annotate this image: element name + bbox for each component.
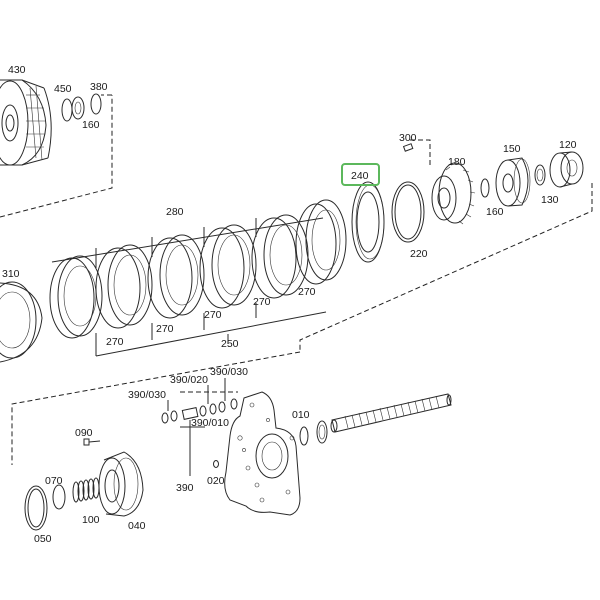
clutch-plate-stack[interactable] — [49, 199, 347, 339]
part-240-disc[interactable] — [351, 181, 385, 263]
part-020-plug[interactable] — [213, 460, 219, 468]
label-390[interactable]: 390 — [176, 482, 194, 494]
part-220-snap-ring[interactable] — [391, 181, 425, 243]
label-280[interactable]: 280 — [166, 206, 184, 218]
label-430[interactable]: 430 — [8, 64, 26, 76]
label-390-010[interactable]: 390/010 — [191, 417, 229, 429]
label-390-030-left[interactable]: 390/030 — [128, 389, 166, 401]
label-270-3[interactable]: 270 — [204, 309, 222, 321]
housing-plate[interactable] — [224, 391, 301, 516]
label-300[interactable]: 300 — [399, 132, 417, 144]
label-390-020[interactable]: 390/020 — [170, 374, 208, 386]
label-380[interactable]: 380 — [90, 81, 108, 93]
part-120-bearing[interactable] — [549, 151, 584, 188]
part-180-gear-hub[interactable] — [431, 162, 476, 225]
label-090[interactable]: 090 — [75, 427, 93, 439]
label-120[interactable]: 120 — [559, 139, 577, 151]
part-070-ring[interactable] — [52, 484, 66, 510]
label-240-selected[interactable]: 240 — [351, 170, 369, 182]
valve-group-leader-lines — [167, 378, 226, 476]
part-010-ring[interactable] — [299, 420, 328, 446]
label-450[interactable]: 450 — [54, 83, 72, 95]
label-070[interactable]: 070 — [45, 475, 63, 487]
label-100[interactable]: 100 — [82, 514, 100, 526]
label-310[interactable]: 310 — [2, 268, 20, 280]
selected-part-highlight — [341, 163, 380, 186]
part-050-ring[interactable] — [24, 485, 48, 531]
label-130[interactable]: 130 — [541, 194, 559, 206]
label-150[interactable]: 150 — [503, 143, 521, 155]
label-180[interactable]: 180 — [448, 156, 466, 168]
label-270-4[interactable]: 270 — [253, 296, 271, 308]
label-390-030-right[interactable]: 390/030 — [210, 366, 248, 378]
label-250[interactable]: 250 — [221, 338, 239, 350]
part-160-ring[interactable] — [480, 178, 490, 198]
input-shaft[interactable] — [330, 393, 452, 433]
label-160-top[interactable]: 160 — [82, 119, 100, 131]
part-040-housing[interactable] — [98, 451, 144, 517]
clutch-pack-leader-lines — [51, 217, 327, 357]
label-040[interactable]: 040 — [128, 520, 146, 532]
part-300-pin[interactable] — [402, 143, 414, 152]
assembly-boundary-lines — [0, 94, 593, 465]
part-130-ring[interactable] — [534, 164, 546, 186]
part-380-ring[interactable] — [90, 93, 102, 115]
part-430-clutch-drum[interactable] — [0, 79, 52, 166]
part-090-bolt[interactable] — [83, 438, 101, 446]
label-270-5[interactable]: 270 — [298, 286, 316, 298]
part-100-spring[interactable] — [72, 477, 100, 503]
part-450-ring[interactable] — [61, 96, 85, 122]
part-310-piston[interactable] — [0, 281, 43, 363]
label-010[interactable]: 010 — [292, 409, 310, 421]
label-220[interactable]: 220 — [410, 248, 428, 260]
part-150-carrier[interactable] — [495, 157, 531, 207]
label-160[interactable]: 160 — [486, 206, 504, 218]
label-270-1[interactable]: 270 — [106, 336, 124, 348]
part-390-valve-group[interactable] — [161, 398, 238, 424]
label-020[interactable]: 020 — [207, 475, 225, 487]
label-050[interactable]: 050 — [34, 533, 52, 545]
label-270-2[interactable]: 270 — [156, 323, 174, 335]
